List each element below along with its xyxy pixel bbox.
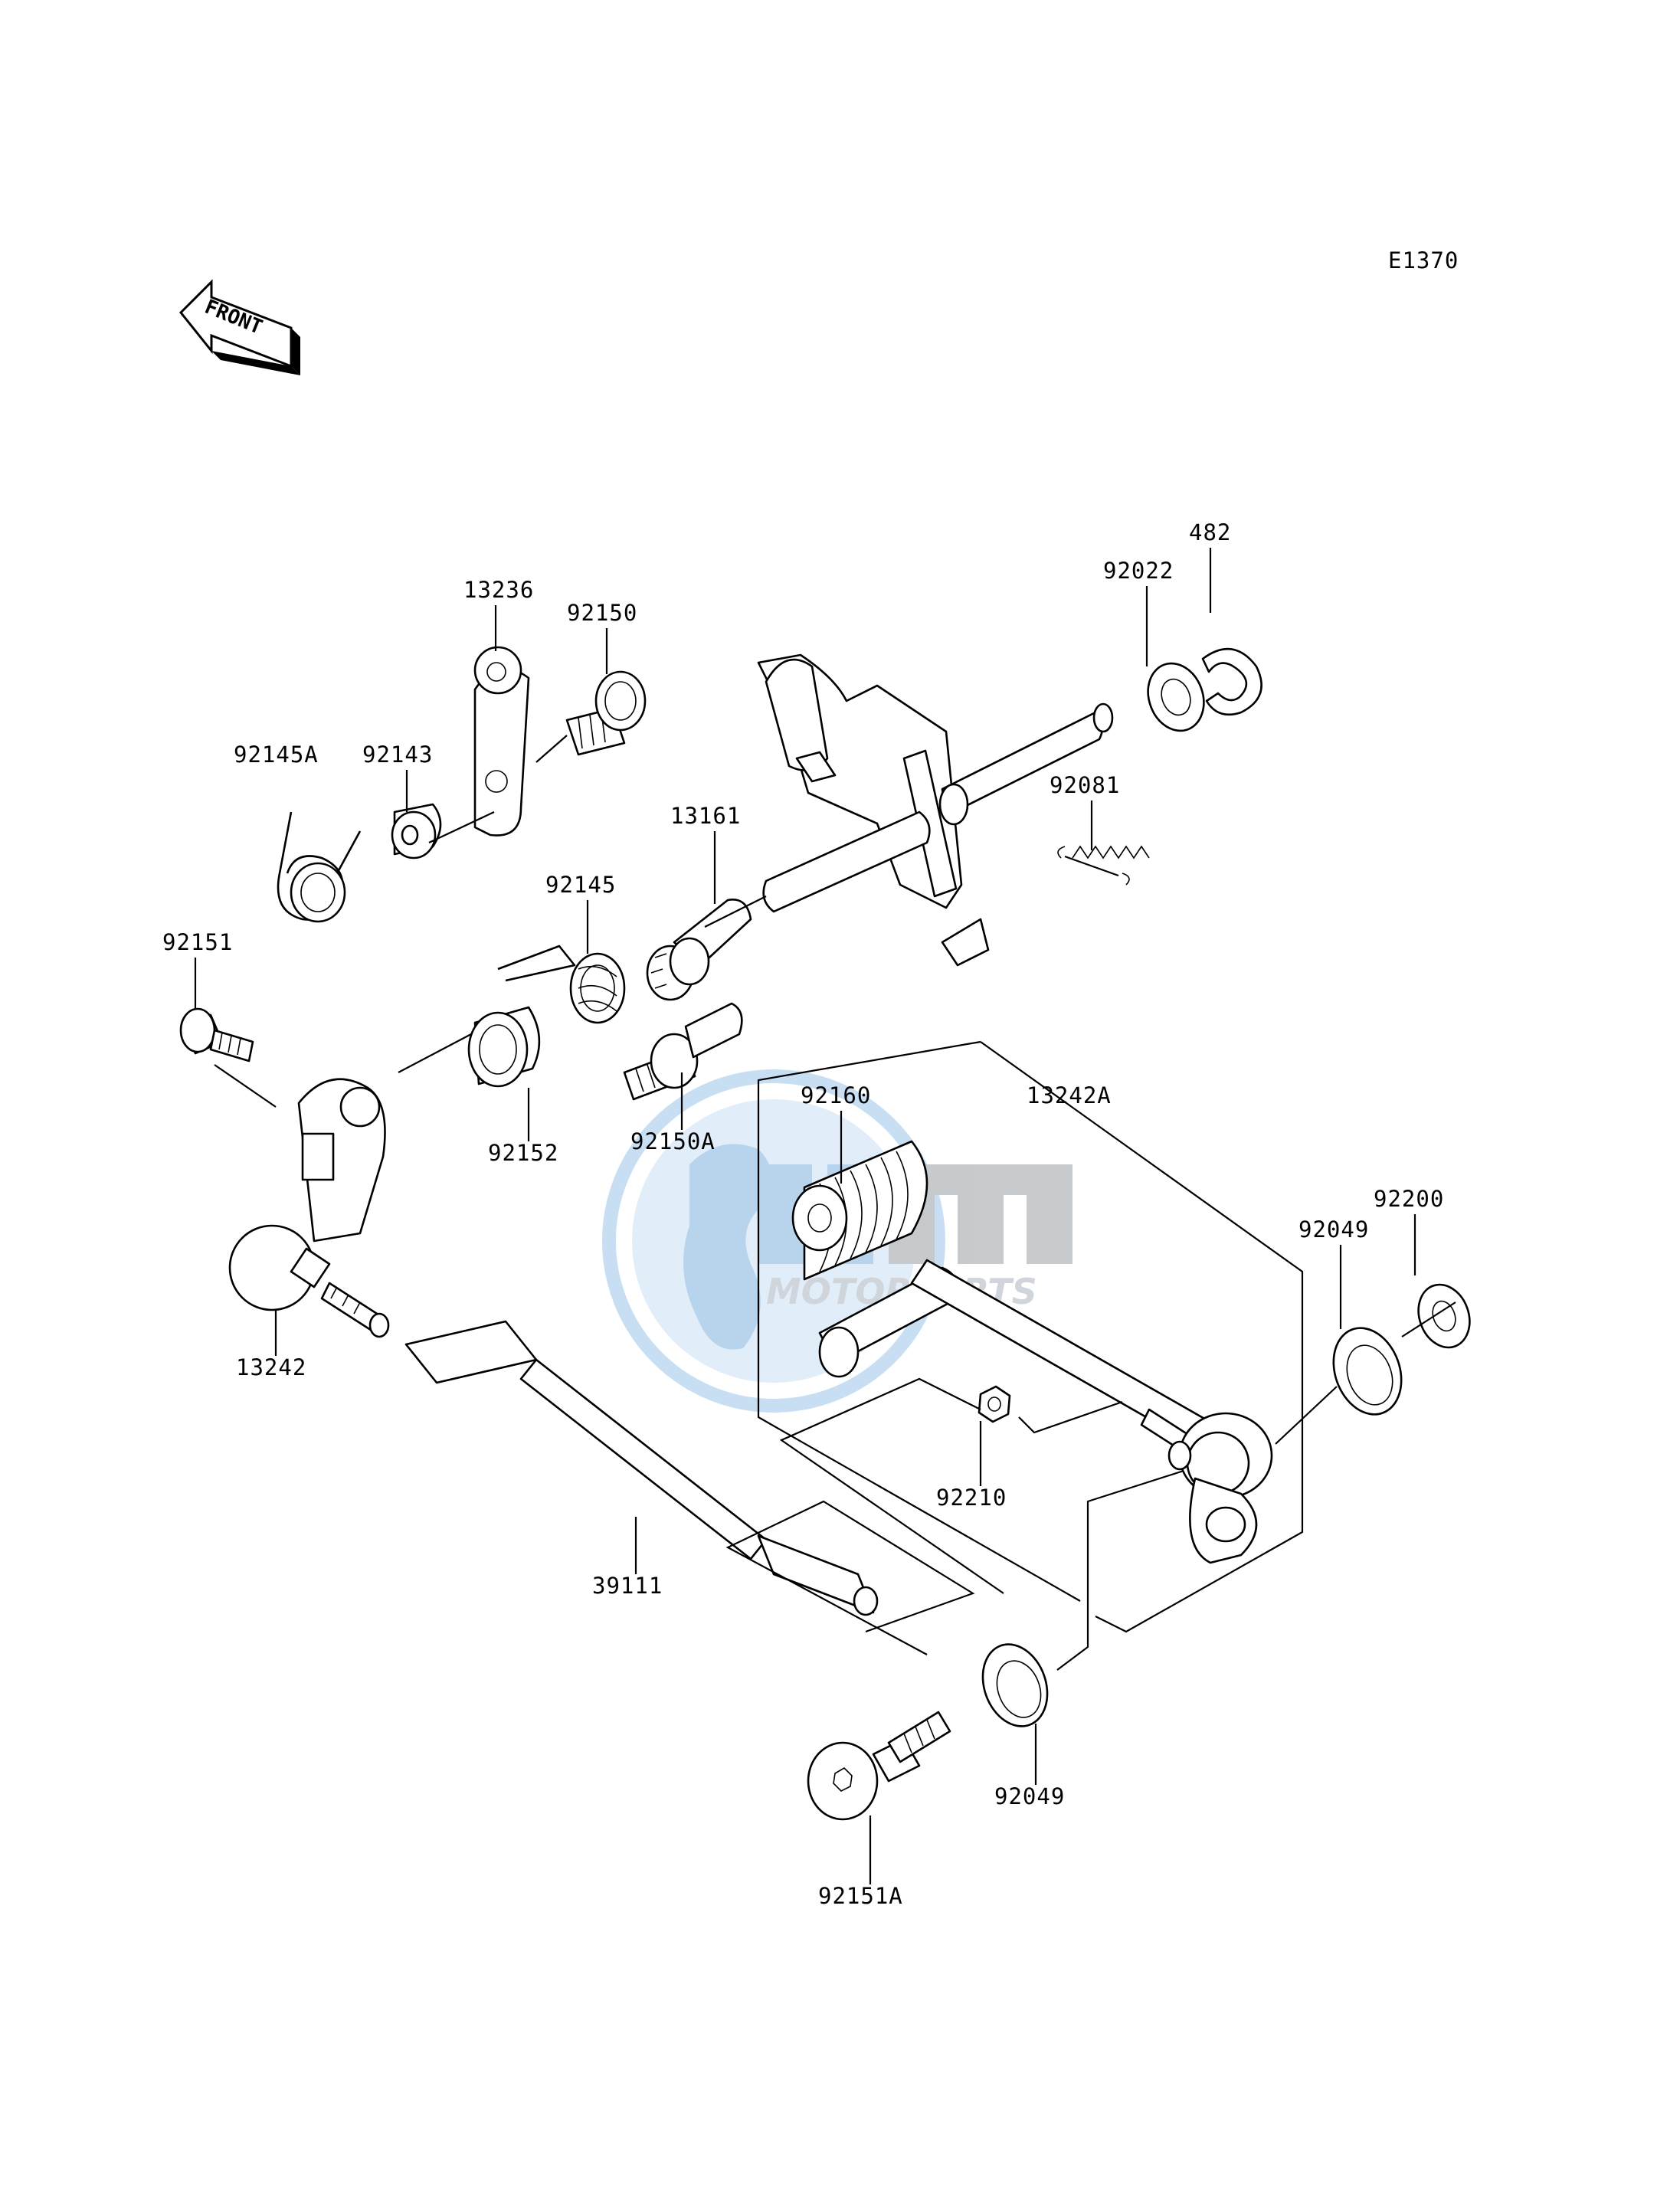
label-92160: 92160 [801, 1082, 871, 1108]
label-92150a: 92150A [630, 1128, 716, 1154]
joint-13242 [228, 1078, 390, 1338]
label-92081: 92081 [1050, 772, 1120, 798]
label-92143: 92143 [362, 742, 433, 768]
label-92022: 92022 [1103, 558, 1174, 584]
label-92049-upper: 92049 [1298, 1216, 1369, 1243]
label-92200: 92200 [1374, 1186, 1444, 1212]
circlip-482 [1201, 647, 1262, 716]
label-92151: 92151 [162, 929, 233, 955]
washer-92022 [1147, 662, 1205, 732]
pedal-13242a [818, 1259, 1273, 1564]
collar-92143 [391, 803, 442, 859]
label-13242: 13242 [236, 1354, 306, 1380]
label-92049-lower: 92049 [994, 1783, 1065, 1809]
washer-92049-lower [981, 1643, 1049, 1727]
nut-92210 [978, 1385, 1011, 1423]
rod-39111 [404, 1320, 879, 1616]
spring-92145 [497, 945, 626, 1024]
label-92145: 92145 [545, 872, 616, 898]
leader-lines [194, 548, 1456, 1884]
label-92150: 92150 [567, 600, 637, 626]
bolt-92151 [179, 1007, 254, 1062]
spring-92145a [277, 811, 362, 923]
label-92145a: 92145A [234, 742, 319, 768]
label-13236: 13236 [463, 577, 534, 603]
arm-13236 [473, 646, 530, 837]
front-arrow-icon: FRONT [178, 279, 300, 375]
lever-13161 [646, 899, 752, 1001]
part-labels: 13236 92150 92145A 92143 92022 482 92081… [162, 519, 1444, 1909]
label-92152: 92152 [488, 1140, 558, 1166]
label-482: 482 [1189, 519, 1231, 545]
label-13161: 13161 [670, 803, 741, 829]
bolt-92150a [623, 1002, 743, 1101]
label-92210: 92210 [936, 1485, 1007, 1511]
label-92151a: 92151A [818, 1883, 903, 1909]
label-13242a: 13242A [1027, 1082, 1112, 1108]
bolt-92151a [807, 1711, 951, 1821]
label-39111: 39111 [592, 1573, 663, 1599]
collar-92152 [467, 1006, 541, 1088]
washer-92049-upper [1332, 1327, 1403, 1416]
rubber-92160 [791, 1140, 928, 1281]
diagram-code: E1370 [1388, 247, 1459, 273]
bolt-92150 [565, 670, 647, 756]
spring-92081 [1057, 845, 1150, 886]
washer-92200 [1417, 1283, 1471, 1349]
shift-shaft [757, 653, 1114, 967]
